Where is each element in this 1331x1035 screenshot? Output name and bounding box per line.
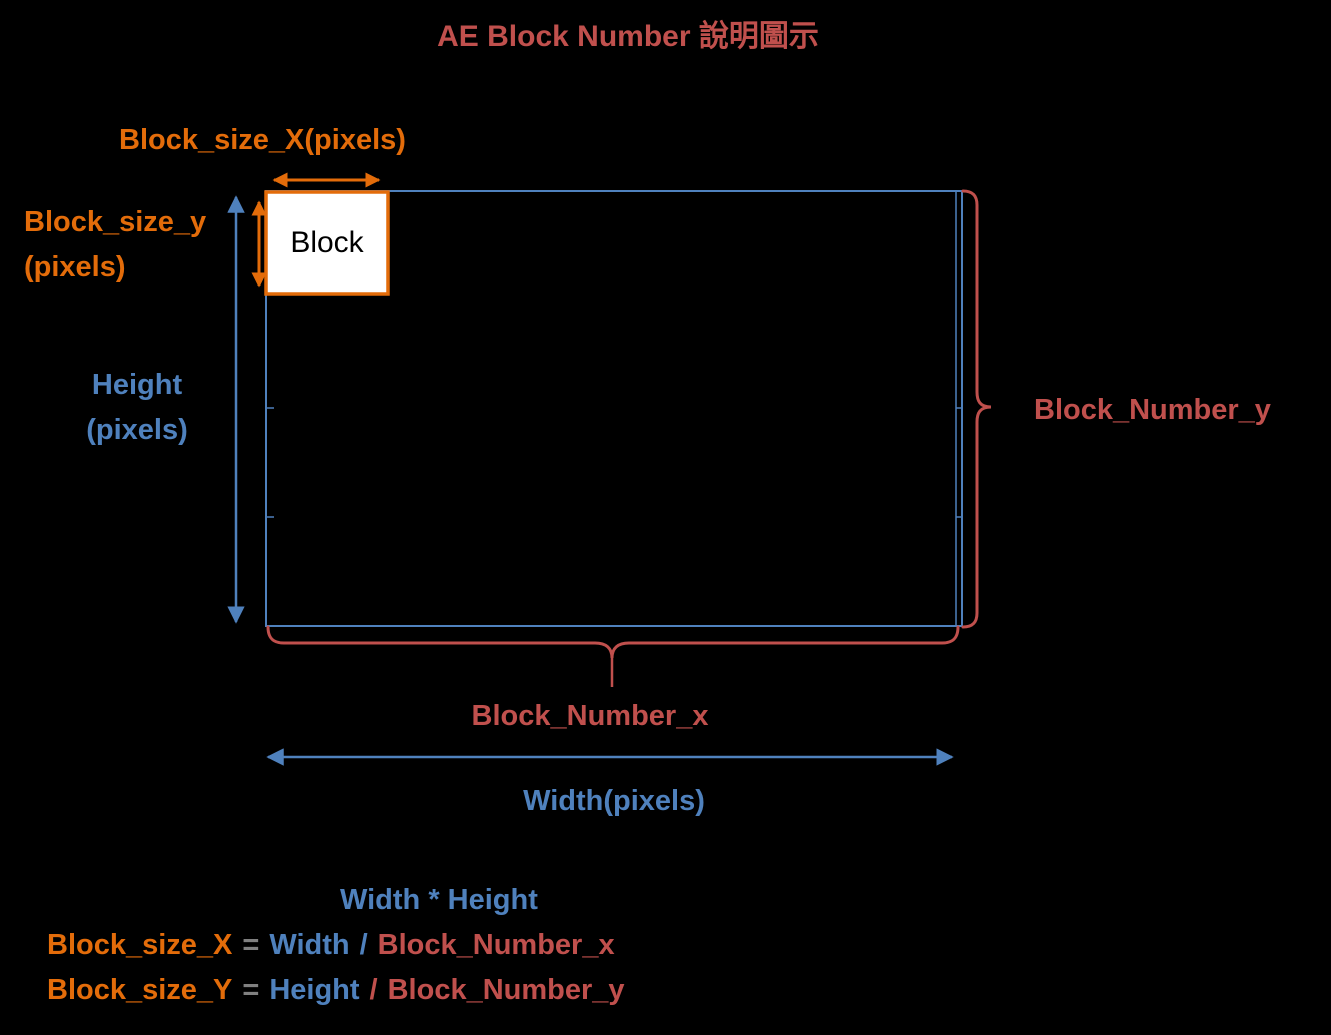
formula-y-denominator: Block_Number_y	[387, 974, 625, 1006]
formula-y-lhs: Block_size_Y	[47, 974, 233, 1006]
block-number-y-brace	[961, 189, 992, 629]
block-label: Block	[290, 226, 364, 259]
block-size-y-label-line1: Block_size_y	[24, 206, 207, 238]
formula-x-slash: /	[359, 929, 368, 961]
block-size-y-label: Block_size_y (pixels)	[24, 200, 206, 290]
formula-y-numerator: Height	[269, 974, 360, 1006]
formula-x-lhs: Block_size_X	[47, 929, 233, 961]
block-number-x-brace	[266, 625, 960, 659]
formula-block-size-y: Block_size_Y = Height / Block_Number_y	[47, 968, 625, 1013]
page-title: AE Block Number 說明圖示	[437, 20, 819, 53]
formula-x-denominator: Block_Number_x	[377, 929, 615, 961]
height-label-line2: (pixels)	[86, 414, 188, 446]
width-label: Width(pixels)	[523, 785, 705, 817]
formula-y-slash: /	[369, 974, 378, 1006]
block-size-y-label-line2: (pixels)	[24, 251, 126, 283]
height-label: Height (pixels)	[86, 363, 188, 453]
formula-x-numerator: Width	[269, 929, 350, 961]
block-size-x-label: Block_size_X(pixels)	[119, 124, 406, 156]
formula-y-equals: =	[242, 974, 260, 1006]
block-number-y-label: Block_Number_y	[1034, 394, 1271, 426]
height-label-line1: Height	[91, 369, 183, 401]
formula-area: Width * Height	[340, 884, 538, 916]
formula-x-equals: =	[242, 929, 260, 961]
block-number-x-label: Block_Number_x	[471, 700, 709, 732]
formula-block-size-x: Block_size_X = Width / Block_Number_x	[47, 923, 615, 968]
block-square	[264, 190, 390, 296]
